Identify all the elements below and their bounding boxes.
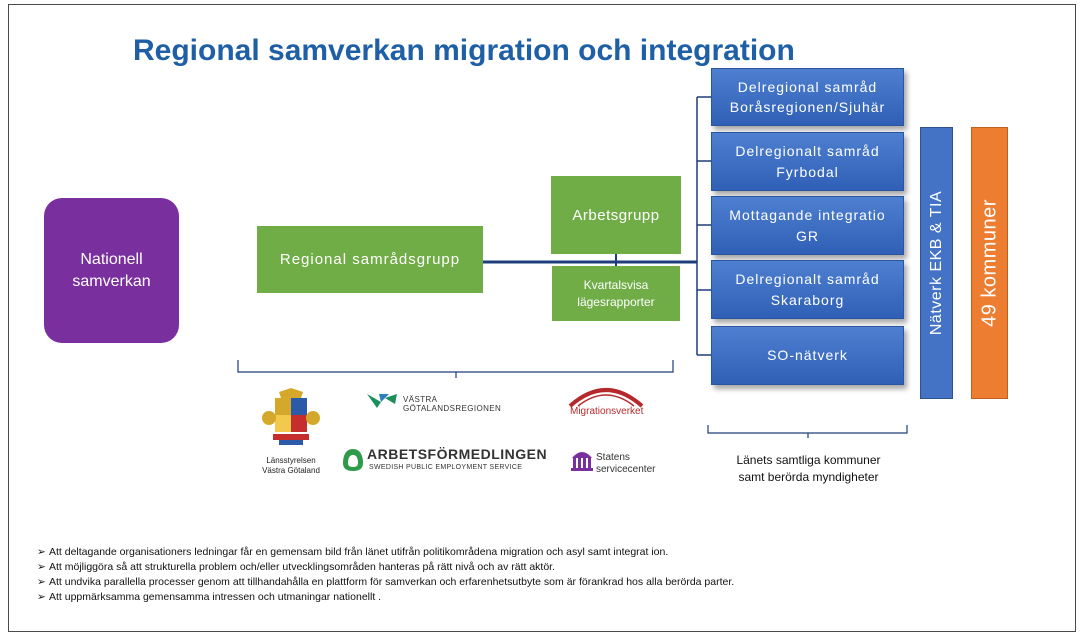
kommuner-bar: 49 kommuner bbox=[971, 127, 1008, 399]
regional-samradsgrupp-box: Regional samrådsgrupp bbox=[257, 226, 483, 293]
delregional-skaraborg-line2: Skaraborg bbox=[770, 291, 845, 308]
lansstyrelsen-line2: Västra Götaland bbox=[262, 466, 320, 476]
bullet-text: Att deltagande organisationers ledningar… bbox=[49, 546, 669, 558]
bullet-text: Att uppmärksamma gemensamma intressen oc… bbox=[49, 591, 382, 603]
delregional-fyrbodal-line2: Fyrbodal bbox=[776, 163, 839, 180]
delregional-fyrbodal-line1: Delregionalt samråd bbox=[735, 143, 880, 160]
lanets-kommuner-caption: Länets samtliga kommuner samt berörda my… bbox=[706, 452, 911, 486]
arbetsformedlingen-subtext: SWEDISH PUBLIC EMPLOYMENT SERVICE bbox=[369, 464, 523, 471]
so-natverk-label: SO-nätverk bbox=[767, 347, 848, 364]
bullet-item: ➢Att uppmärksamma gemensamma intressen o… bbox=[37, 590, 734, 605]
lansstyrelsen-coat-of-arms-icon bbox=[262, 388, 320, 445]
kommuner-label: 49 kommuner bbox=[978, 199, 1000, 327]
bullet-item: ➢Att möjliggöra så att strukturella prob… bbox=[37, 560, 734, 575]
bullet-item: ➢Att undvika parallella processer genom … bbox=[37, 575, 734, 590]
delregional-boras-line1: Delregional samråd bbox=[737, 78, 878, 95]
slide-frame bbox=[8, 4, 1076, 632]
nationell-line1: Nationell bbox=[80, 250, 143, 268]
bullet-text: Att möjliggöra så att strukturella probl… bbox=[49, 561, 555, 573]
vgr-line2: GÖTALANDSREGIONEN bbox=[403, 404, 502, 414]
slide-title: Regional samverkan migration och integra… bbox=[133, 34, 795, 67]
arbetsformedlingen-logo-text: ARBETSFÖRMEDLINGEN bbox=[367, 446, 548, 462]
vgr-line1: VÄSTRA bbox=[403, 395, 438, 404]
statens-servicecenter-logo-icon bbox=[571, 452, 593, 471]
lansstyrelsen-line1: Länsstyrelsen bbox=[266, 456, 316, 465]
vgr-logo-icon bbox=[367, 394, 397, 408]
arrow-bullet-icon: ➢ bbox=[37, 576, 46, 588]
bullet-item: ➢Att deltagande organisationers ledninga… bbox=[37, 545, 734, 560]
statens-line1: Statens bbox=[596, 452, 630, 463]
delregional-gr-line2: GR bbox=[796, 227, 819, 244]
so-natverk-box: SO-nätverk bbox=[711, 326, 904, 385]
delregional-gr-line1: Mottagande integratio bbox=[729, 207, 886, 224]
lanets-line2: samt berörda myndigheter bbox=[738, 469, 879, 484]
kvartalsvisa-line2: lägesrapporter bbox=[577, 294, 655, 309]
lansstyrelsen-logo-text: Länsstyrelsen Västra Götaland bbox=[253, 456, 329, 477]
nationell-line2: samverkan bbox=[72, 272, 151, 290]
delregional-boras-line2: Boråsregionen/Sjuhär bbox=[729, 99, 886, 115]
lanets-line1: Länets samtliga kommuner bbox=[736, 453, 881, 467]
natverk-ekb-tia-bar: Nätverk EKB & TIA bbox=[920, 127, 953, 399]
arrow-bullet-icon: ➢ bbox=[37, 546, 46, 558]
migrationsverket-logo-text: Migrationsverket bbox=[570, 406, 644, 417]
vgr-logo-text: VÄSTRA GÖTALANDSREGIONEN bbox=[403, 395, 501, 413]
delregional-skaraborg-line1: Delregionalt samråd bbox=[735, 271, 880, 288]
statens-line2: servicecenter bbox=[596, 463, 656, 475]
arrow-bullet-icon: ➢ bbox=[37, 561, 46, 573]
nationell-samverkan-box: Nationell samverkan bbox=[44, 198, 179, 343]
arbetsgrupp-box: Arbetsgrupp bbox=[551, 176, 681, 254]
arbetsformedlingen-logo-icon bbox=[343, 449, 363, 471]
statens-servicecenter-logo-text: Statens servicecenter bbox=[596, 452, 655, 475]
arrow-bullet-icon: ➢ bbox=[37, 591, 46, 603]
bullet-text: Att undvika parallella processer genom a… bbox=[49, 576, 735, 588]
kvartalsvisa-line1: Kvartalsvisa bbox=[583, 278, 649, 293]
migrationsverket-arc-icon bbox=[568, 388, 644, 408]
natverk-ekb-tia-label: Nätverk EKB & TIA bbox=[927, 190, 945, 336]
bullet-list: ➢Att deltagande organisationers ledninga… bbox=[37, 545, 734, 605]
